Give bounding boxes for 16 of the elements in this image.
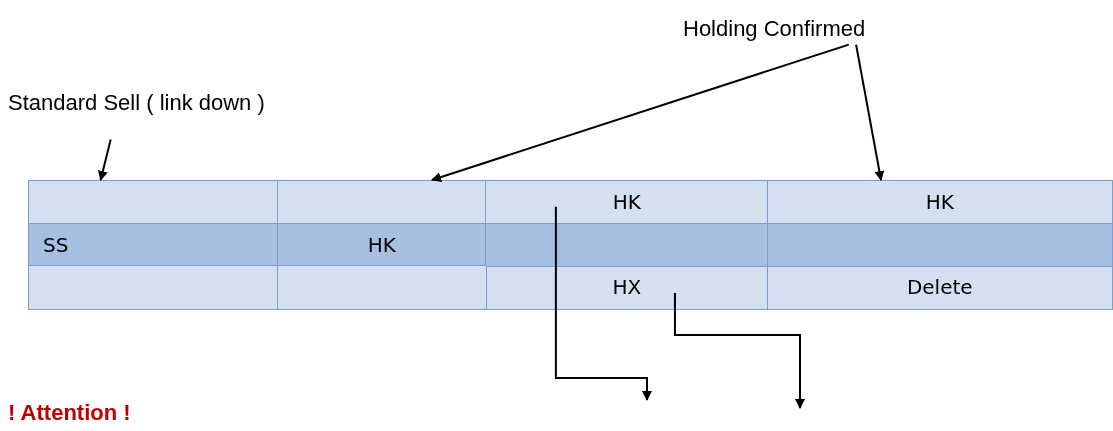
arrow [431, 43, 850, 182]
arrow [855, 43, 885, 181]
arrow [673, 292, 805, 409]
table-cell: HX [485, 265, 769, 310]
table-cell: Delete [767, 265, 1113, 310]
warning-text: ! Attention ! [8, 400, 131, 426]
table-cell [277, 180, 487, 225]
annotation-text: Holding Confirmed [683, 16, 866, 42]
table-cell: HK [277, 223, 487, 267]
annotation-text: Standard Sell ( link down ) [8, 90, 265, 116]
table-cell: SS [28, 223, 279, 267]
arrow [554, 205, 652, 401]
table-cell: HK [767, 180, 1113, 225]
arrow [97, 138, 112, 181]
table-cell: HK [485, 180, 769, 225]
table-cell [28, 180, 279, 225]
